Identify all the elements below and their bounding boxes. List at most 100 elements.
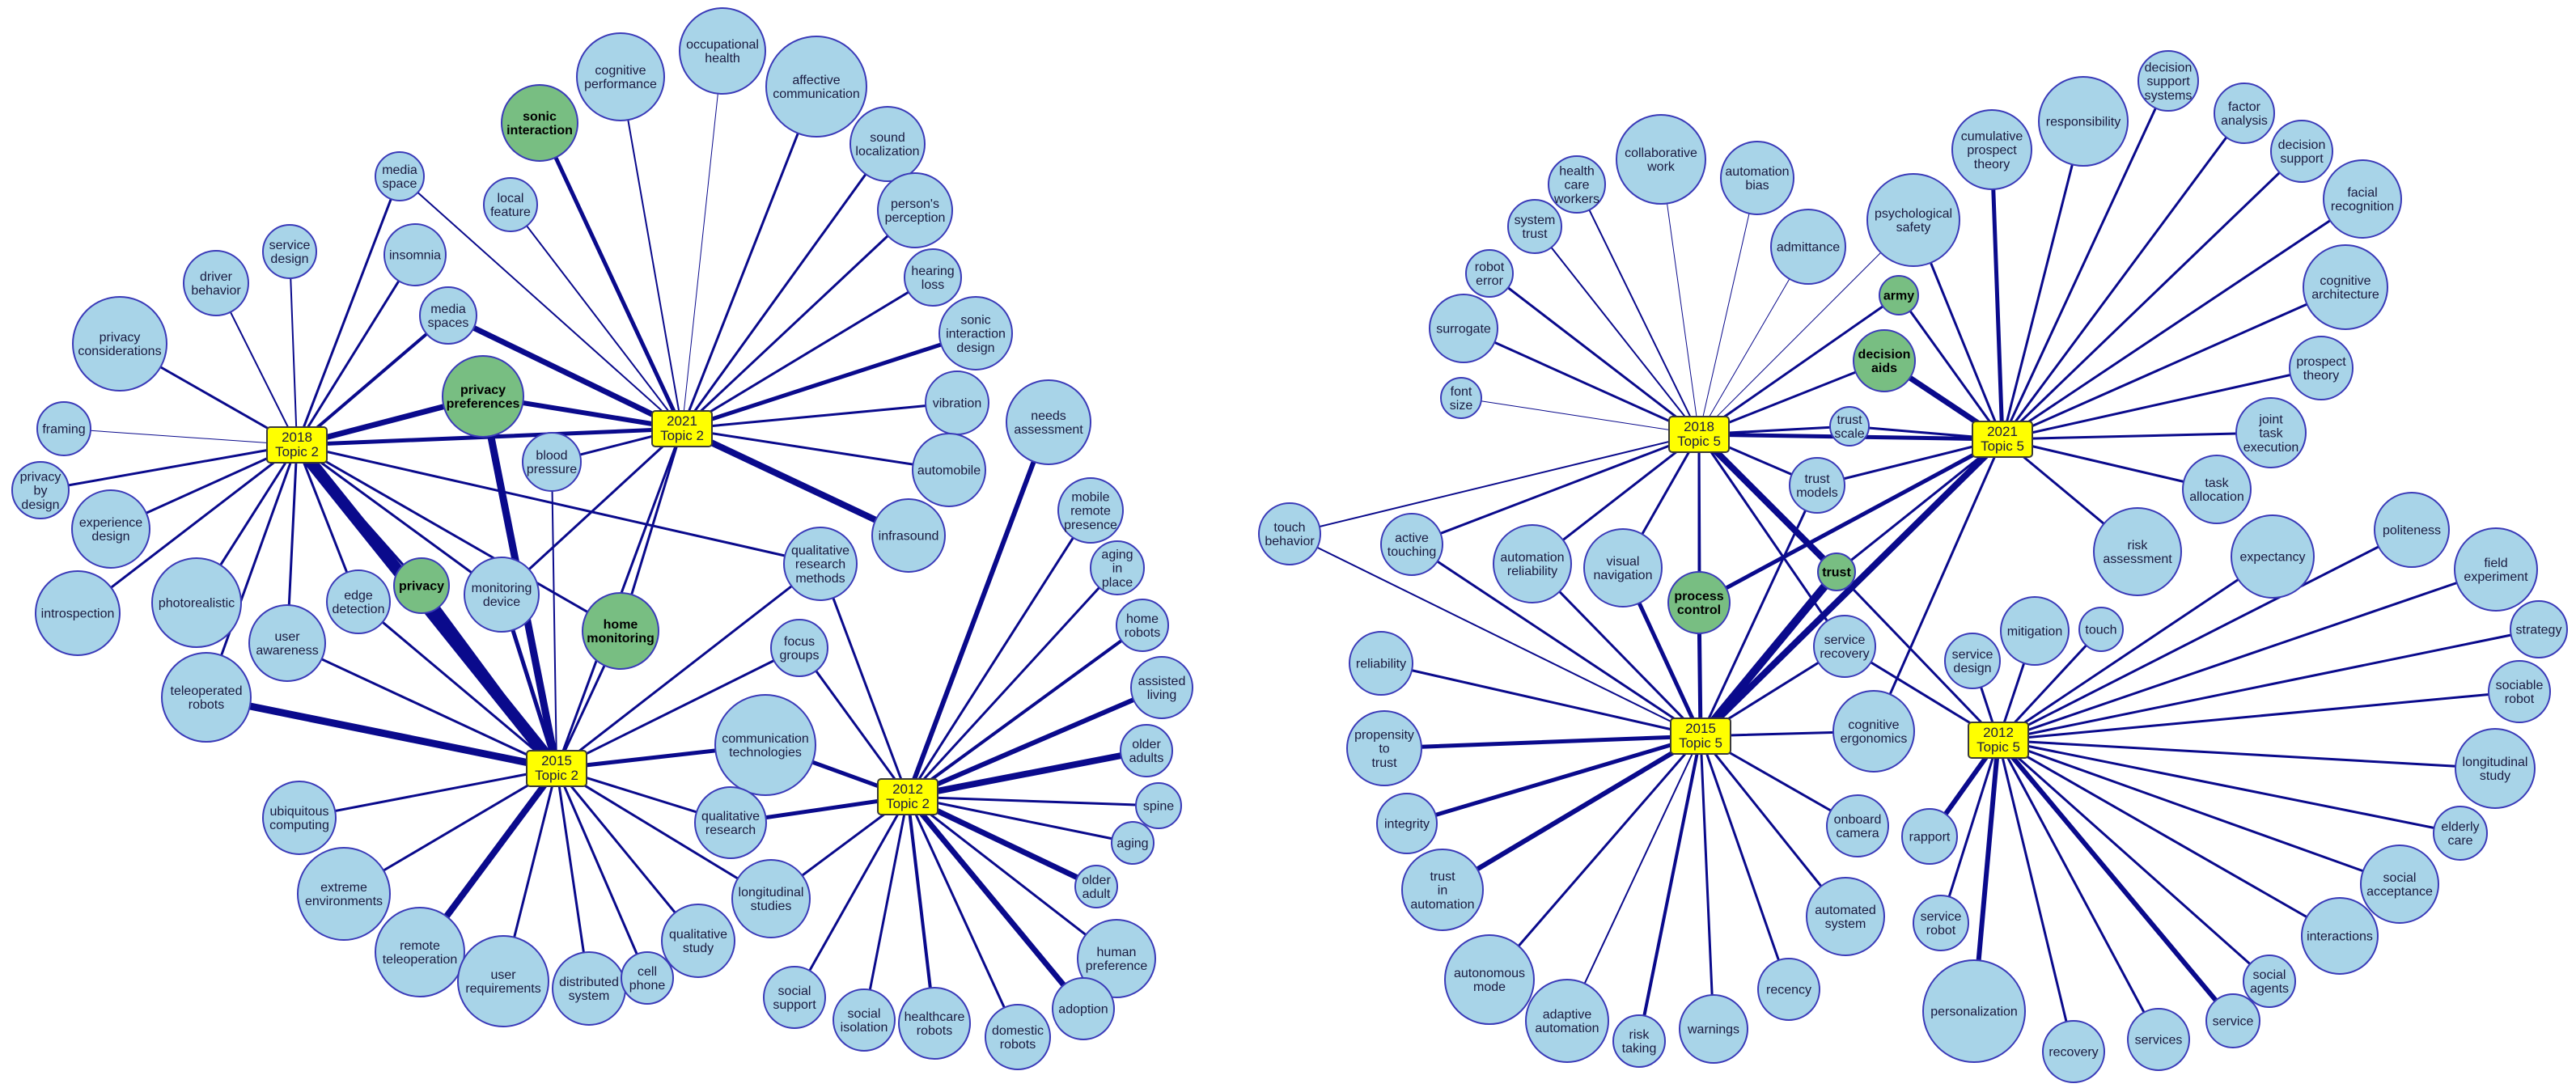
node-army[interactable]: army (1879, 275, 1919, 315)
node-personalization[interactable]: personalization (1922, 959, 2026, 1063)
node-recency[interactable]: recency (1757, 958, 1820, 1021)
node-interactions[interactable]: interactions (2301, 897, 2379, 975)
node-politeness[interactable]: politeness (2374, 492, 2450, 568)
node-automobile[interactable]: automobile (912, 433, 986, 507)
node-rapport[interactable]: rapport (1901, 808, 1958, 865)
node-touch[interactable]: touch (2078, 607, 2124, 652)
node-strategy[interactable]: strategy (2510, 600, 2568, 658)
node-framing[interactable]: framing (36, 401, 91, 456)
node-recovery[interactable]: recovery (2042, 1020, 2105, 1083)
node-introspection[interactable]: introspection (35, 570, 121, 656)
node-vibration[interactable]: vibration (925, 370, 989, 435)
node-surrogate[interactable]: surrogate (1429, 294, 1498, 363)
node-responsibility[interactable]: responsibility (2038, 76, 2129, 167)
node-reliability[interactable]: reliability (1349, 631, 1413, 696)
node-photorealistic[interactable]: photorealistic (151, 557, 242, 648)
node-mitigation[interactable]: mitigation (2000, 596, 2070, 666)
node-insomnia[interactable]: insomnia (383, 223, 447, 286)
node-services[interactable]: services (2127, 1008, 2190, 1071)
node-warnings[interactable]: warnings (1679, 994, 1748, 1064)
node-expectancy[interactable]: expectancy (2231, 514, 2315, 599)
